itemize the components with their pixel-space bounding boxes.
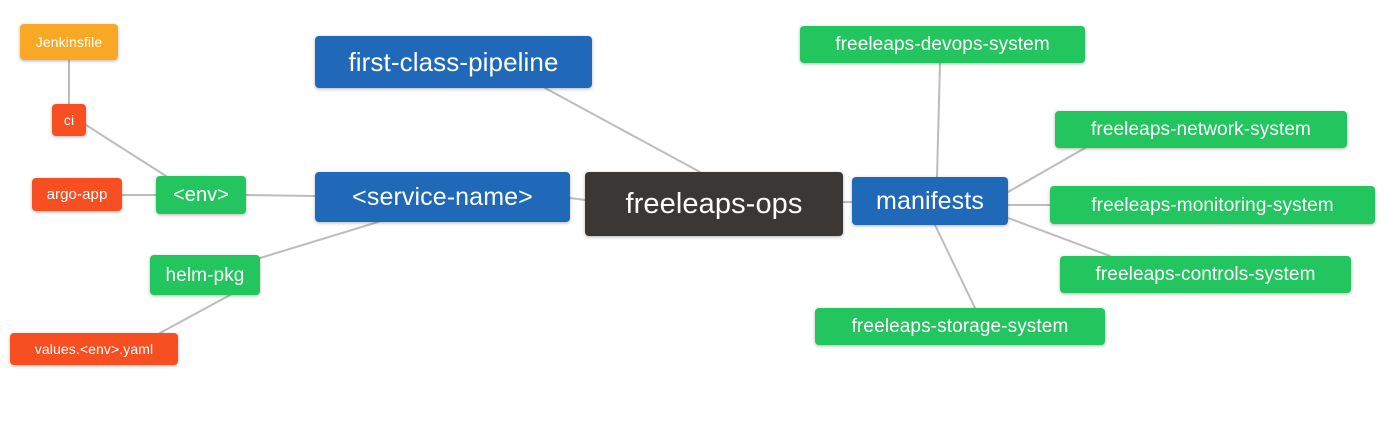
- edge-first-class-to-freeleaps-ops: [544, 87, 701, 173]
- edge-ci-to-env: [85, 124, 167, 177]
- node-jenkinsfile[interactable]: Jenkinsfile: [20, 24, 118, 60]
- node-network-system[interactable]: freeleaps-network-system: [1055, 111, 1347, 148]
- node-first-class[interactable]: first-class-pipeline: [315, 36, 592, 88]
- node-argo-app[interactable]: argo-app: [32, 178, 122, 211]
- node-env[interactable]: <env>: [156, 176, 246, 214]
- edge-manifests-to-storage-system: [934, 224, 976, 309]
- edge-manifests-to-devops-system: [936, 62, 941, 178]
- node-storage-system[interactable]: freeleaps-storage-system: [815, 308, 1105, 345]
- edge-service-name-to-freeleaps-ops: [569, 197, 586, 201]
- node-devops-system[interactable]: freeleaps-devops-system: [800, 26, 1085, 63]
- node-freeleaps-ops[interactable]: freeleaps-ops: [585, 172, 843, 236]
- node-monitoring-system[interactable]: freeleaps-monitoring-system: [1050, 186, 1375, 224]
- node-controls-system[interactable]: freeleaps-controls-system: [1060, 256, 1351, 293]
- node-values-yaml[interactable]: values.<env>.yaml: [10, 333, 178, 365]
- edge-values-yaml-to-helm-pkg: [159, 294, 231, 334]
- node-helm-pkg[interactable]: helm-pkg: [150, 255, 260, 295]
- node-ci[interactable]: ci: [52, 104, 86, 136]
- edge-env-to-service-name: [245, 194, 316, 197]
- node-manifests[interactable]: manifests: [852, 177, 1008, 225]
- edge-helm-pkg-to-service-name: [259, 221, 379, 259]
- node-service-name[interactable]: <service-name>: [315, 172, 570, 222]
